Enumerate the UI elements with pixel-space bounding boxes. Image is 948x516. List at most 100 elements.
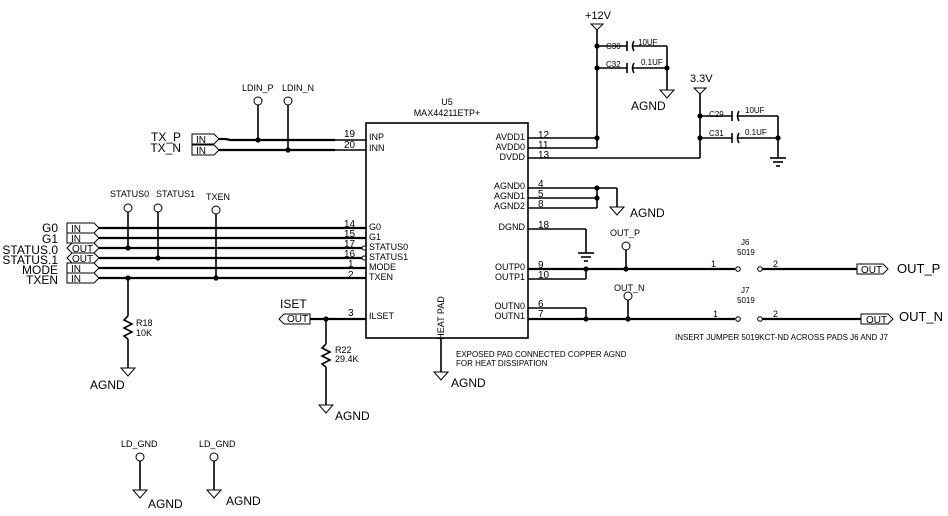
port-dir-status0: OUT (72, 244, 93, 255)
out-n-path[interactable]: OUT_N 1 J7 5019 2 OUT OUT_N INSERT JUMPE… (528, 283, 943, 342)
pin-name-outn1: OUTN1 (494, 311, 525, 321)
pin-num-avdd0: 11 (538, 140, 549, 151)
testpoint-ldin[interactable]: LDIN_P LDIN_N (242, 83, 314, 150)
j6-part: 5019 (737, 248, 755, 257)
pin-name-status1: STATUS1 (369, 252, 408, 262)
pin-name-outp1: OUTP1 (495, 272, 525, 282)
port-dir-txen: IN (71, 274, 81, 285)
port-label-txen: TXEN (26, 273, 58, 287)
tp-ldin-n (283, 96, 293, 106)
tp-label-ldin-p: LDIN_P (242, 83, 274, 93)
pin-num-txen: 2 (348, 270, 354, 281)
ic-u5[interactable]: U5 MAX44211ETP+ HEAT PAD (365, 97, 529, 372)
agnd-12v: AGND (631, 99, 666, 113)
port-dir-g1: IN (71, 234, 81, 245)
c32-value: 0.1UF (641, 58, 663, 67)
port-dir-mode: IN (71, 264, 81, 275)
note-pad-1: EXPOSED PAD CONNECTED COPPER AGND (456, 350, 627, 359)
pin-name-status0: STATUS0 (369, 242, 408, 252)
j7-pin2: 2 (773, 309, 778, 319)
pin-num-outn0: 6 (538, 299, 544, 310)
supply-12v[interactable]: +12V C30 10UF C32 0.1UF AGND (528, 10, 676, 149)
c29-value: 10UF (745, 106, 765, 115)
ld-gnd-testpoints[interactable]: LD_GND AGND LD_GND AGND (121, 439, 261, 511)
out-n-label: OUT_N (899, 309, 943, 324)
ic-right-pins: AVDD1 12 AVDD0 11 DVDD 13 AGND0 4 AGND1 … (494, 130, 550, 321)
port-dir-g0: IN (71, 224, 81, 235)
pin-name-mode: MODE (369, 262, 396, 272)
pin-num-inp: 19 (344, 129, 356, 140)
j6-ref: J6 (741, 238, 750, 247)
port-tx[interactable]: TX_P IN TX_N IN (150, 130, 335, 157)
port-shape-tx-p (191, 133, 220, 145)
port-dir-tx-n: IN (196, 146, 206, 157)
iset-dir: OUT (287, 314, 308, 325)
agnd-ic: AGND (630, 206, 665, 220)
c32-ref: C32 (606, 60, 621, 69)
note-jumper: INSERT JUMPER 5019KCT-ND ACROSS PADS J6 … (675, 333, 889, 342)
pin-name-outp0: OUTP0 (495, 262, 525, 272)
pin-name-outn0: OUTN0 (494, 301, 525, 311)
c30-value: 10UF (638, 38, 658, 47)
tp-label-status1: STATUS1 (156, 189, 195, 199)
r22-value: 29.4K (335, 354, 359, 364)
r18-value: 10K (136, 328, 152, 338)
control-ports[interactable]: G0 G1 STATUS.0 STATUS.1 MODE TXEN IN IN … (2, 221, 367, 287)
pin-num-outp0: 9 (538, 260, 544, 271)
pin-num-status1: 16 (344, 249, 356, 260)
tp-label-status0: STATUS0 (110, 189, 149, 199)
port-label-g0: G0 (42, 221, 58, 235)
iset-net[interactable]: ISET OUT R22 29.4K AGND (278, 297, 370, 423)
port-label-mode: MODE (22, 263, 58, 277)
j7-part: 5019 (737, 296, 755, 305)
out-n-dir: OUT (866, 315, 887, 326)
pin-name-dvdd: DVDD (499, 152, 525, 162)
supply-3v3[interactable]: 3.3V C29 10UF C31 0.1UF (528, 73, 786, 167)
agnd-r22: AGND (335, 409, 370, 423)
pin-num-agnd0: 4 (538, 179, 544, 190)
r22-ref: R22 (335, 345, 352, 355)
pin-name-inp: INP (369, 132, 384, 142)
port-label-status0: STATUS.0 (2, 243, 58, 257)
port-dir-tx-p: IN (196, 135, 206, 146)
c29-ref: C29 (709, 110, 724, 119)
port-label-tx-p: TX_P (151, 130, 181, 144)
pin-num-inn: 20 (344, 140, 356, 151)
out-p-dir: OUT (861, 265, 882, 276)
c31-ref: C31 (709, 129, 724, 138)
pin-num-dvdd: 13 (538, 150, 550, 161)
pin-num-agnd1: 5 (538, 189, 544, 200)
agnd-pins: AGND (528, 185, 665, 220)
port-label-tx-n: TX_N (150, 141, 181, 155)
tp-label-out-n: OUT_N (614, 283, 645, 293)
port-shape-tx-n (191, 144, 220, 156)
testpoints-status[interactable]: STATUS0 STATUS1 TXEN (110, 189, 230, 278)
pin-num-outp1: 10 (538, 270, 550, 281)
tp-ldin-p (253, 96, 263, 106)
v12-label: +12V (585, 10, 612, 22)
heatpad-ground: AGND EXPOSED PAD CONNECTED COPPER AGND F… (432, 350, 627, 390)
j7-pin1: 1 (713, 309, 718, 319)
agnd-ldgnd-1: AGND (148, 497, 183, 511)
tp-label-ld-gnd-1: LD_GND (121, 439, 158, 449)
c30-ref: C30 (606, 42, 621, 51)
resistor-r18[interactable]: R18 10K AGND (90, 278, 153, 392)
pin-name-ilset: ILSET (369, 311, 395, 321)
pin-name-txen: TXEN (369, 272, 393, 282)
pin-num-avdd1: 12 (538, 130, 550, 141)
tp-label-ldin-n: LDIN_N (282, 83, 314, 93)
j6-pin1: 1 (711, 259, 716, 269)
iset-label: ISET (280, 297, 307, 311)
pin-name-dgnd: DGND (499, 222, 526, 232)
agnd-heatpad: AGND (451, 376, 486, 390)
pin-name-g1: G1 (369, 232, 381, 242)
j7-ref: J7 (741, 286, 750, 295)
ic-ref: U5 (441, 97, 453, 107)
pin-name-inn: INN (369, 143, 385, 153)
tp-label-out-p: OUT_P (610, 228, 640, 238)
pin-name-g0: G0 (369, 222, 381, 232)
pin-name-avdd1: AVDD1 (496, 132, 525, 142)
out-p-path[interactable]: OUT_P 1 J6 5019 2 OUT OUT_P (528, 228, 940, 280)
j6-pin2: 2 (773, 259, 778, 269)
